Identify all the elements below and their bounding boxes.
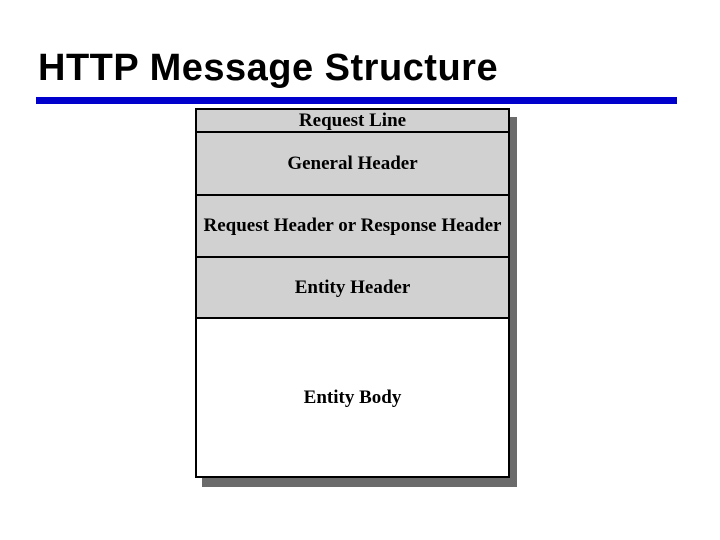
page-title: HTTP Message Structure <box>38 47 499 89</box>
title-underline-rule <box>36 97 677 104</box>
diagram-row-general-header: General Header <box>197 133 508 196</box>
row-label-request-or-response-header: Request Header or Response Header <box>203 215 502 236</box>
diagram-row-request-or-response-header: Request Header or Response Header <box>197 196 508 258</box>
row-label-request-line: Request Line <box>298 110 407 131</box>
diagram-row-request-line: Request Line <box>197 110 508 133</box>
diagram-row-entity-header: Entity Header <box>197 258 508 319</box>
row-label-entity-body: Entity Body <box>303 386 402 408</box>
row-label-general-header: General Header <box>287 152 418 174</box>
row-label-entity-header: Entity Header <box>294 276 411 298</box>
http-message-structure-diagram: Request Line General Header Request Head… <box>195 108 510 478</box>
diagram-row-entity-body: Entity Body <box>197 319 508 476</box>
